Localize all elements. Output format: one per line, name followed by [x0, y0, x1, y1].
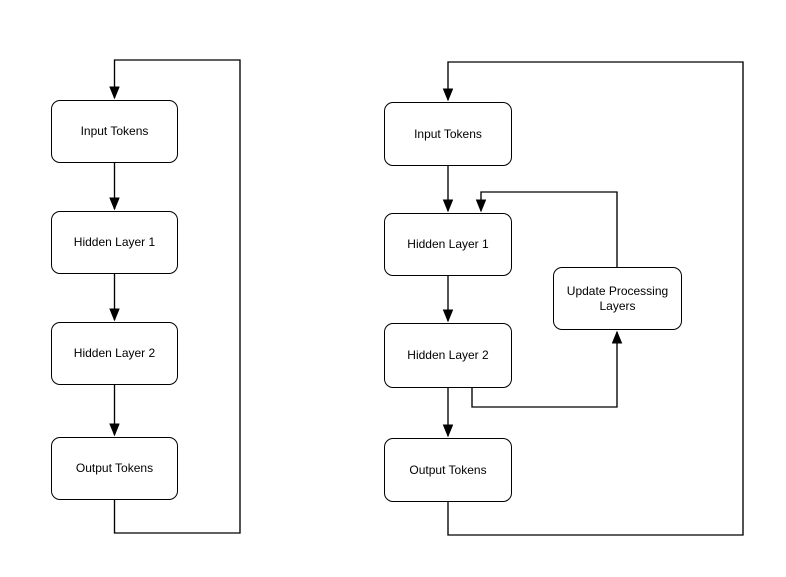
node-right-update-processing-layers: Update Processing Layers: [553, 267, 682, 330]
edge-right-feedback-loop: [448, 61, 744, 536]
node-left-output-tokens: Output Tokens: [51, 437, 178, 500]
edge-right-h2-to-update: [471, 332, 617, 408]
edge-left-feedback-loop: [115, 59, 241, 534]
node-left-hidden-layer-1: Hidden Layer 1: [51, 211, 178, 274]
node-right-hidden-layer-2: Hidden Layer 2: [384, 323, 512, 388]
node-right-output-tokens: Output Tokens: [384, 438, 512, 502]
node-right-input-tokens: Input Tokens: [384, 102, 512, 166]
node-right-hidden-layer-1: Hidden Layer 1: [384, 213, 512, 276]
node-left-hidden-layer-2: Hidden Layer 2: [51, 322, 178, 385]
edge-right-update-to-h1: [481, 191, 618, 267]
node-left-input-tokens: Input Tokens: [51, 100, 178, 163]
